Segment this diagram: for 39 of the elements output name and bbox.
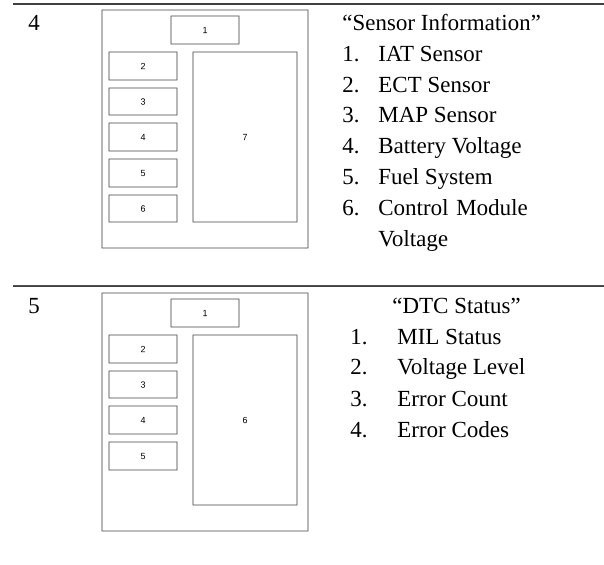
wireframe-box: 6 [192, 334, 298, 506]
list-item: 3. [343, 106, 358, 122]
wireframe-box: 5 [108, 158, 178, 188]
wireframe-box: 1 [170, 16, 240, 44]
list-item: 4. [342, 138, 358, 154]
list-item: 6. [343, 200, 358, 216]
list-item: 1. [344, 46, 358, 62]
wireframe-frame [102, 10, 308, 248]
wireframe-frame [102, 292, 308, 532]
list-item: Voltage Level [397, 358, 525, 379]
wireframe-box: 1 [170, 298, 240, 328]
list-item: Battery Voltage [378, 137, 521, 158]
list-item: Control Module Voltage [378, 199, 527, 251]
list-heading: “Sensor Information” [343, 14, 540, 30]
list-item: MAP Sensor [378, 106, 496, 122]
list-item: Error Codes [398, 421, 508, 438]
list-item: 4. [350, 422, 366, 438]
row-number: 5 [30, 298, 39, 314]
list-item: 3. [351, 390, 366, 406]
list-item: 5. [344, 168, 358, 184]
wireframe-box: 2 [108, 334, 178, 364]
list-item: IAT Sensor [379, 46, 482, 62]
list-item: Error Count [398, 390, 508, 406]
wireframe-box: 2 [108, 52, 178, 80]
list-heading: “DTC Status” [393, 298, 520, 314]
list-item: 1. [352, 328, 366, 344]
list-item: Fuel System [378, 168, 492, 189]
list-item: 2. [351, 358, 366, 374]
list-item: 2. [343, 76, 358, 92]
wireframe-box: 6 [108, 194, 178, 222]
wireframe-box: 3 [108, 88, 178, 116]
list-item: MIL Status [398, 328, 501, 344]
list-item: ECT Sensor [378, 76, 490, 92]
wireframe-box: 3 [108, 370, 178, 398]
row-number: 4 [28, 14, 40, 30]
wireframe-box: 5 [108, 442, 178, 470]
wireframe-box: 7 [192, 52, 298, 222]
wireframe-box: 4 [108, 406, 178, 434]
wireframe-box: 4 [108, 122, 178, 152]
